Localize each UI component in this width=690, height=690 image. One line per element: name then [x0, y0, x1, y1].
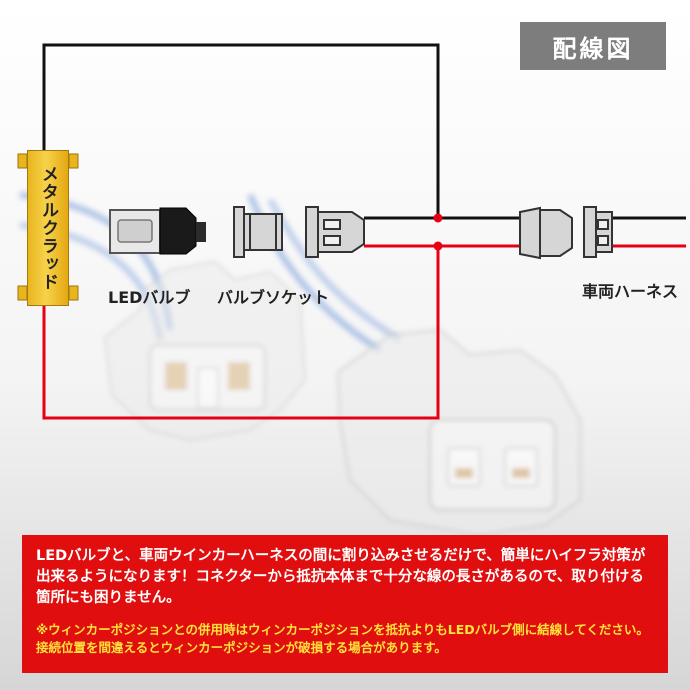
info-note-text: ※ウィンカーポジションとの併用時はウィンカーポジションを抵抗よりもLEDバルブ側… — [36, 622, 649, 655]
diagram-title-badge: 配線図 — [520, 22, 666, 70]
junction-dot-black — [433, 213, 443, 223]
connector-photo-left — [103, 260, 307, 442]
bulb-socket-icon — [233, 206, 283, 258]
led-bulb-icon — [109, 207, 206, 255]
resistor-label: メタルクラッド — [38, 165, 58, 291]
led-bulb-label: LEDバルブ — [108, 288, 191, 307]
junction-dot-red — [433, 241, 443, 251]
metal-clad-resistor: メタルクラッド — [27, 150, 69, 306]
info-main-text: LEDバルブと、車両ウインカーハーネスの間に割り込みさせるだけで、簡単にハイフラ… — [36, 548, 646, 606]
socket-connector-icon — [305, 206, 365, 258]
harness-adapter-icon — [519, 206, 573, 260]
vehicle-harness-label: 車両ハーネス — [582, 282, 679, 301]
connector-photo-right — [336, 328, 582, 537]
vehicle-harness-connector-icon — [583, 206, 613, 258]
info-box: LEDバルブと、車両ウインカーハーネスの間に割り込みさせるだけで、簡単にハイフラ… — [22, 535, 668, 673]
bulb-socket-label: バルブソケット — [217, 288, 330, 307]
